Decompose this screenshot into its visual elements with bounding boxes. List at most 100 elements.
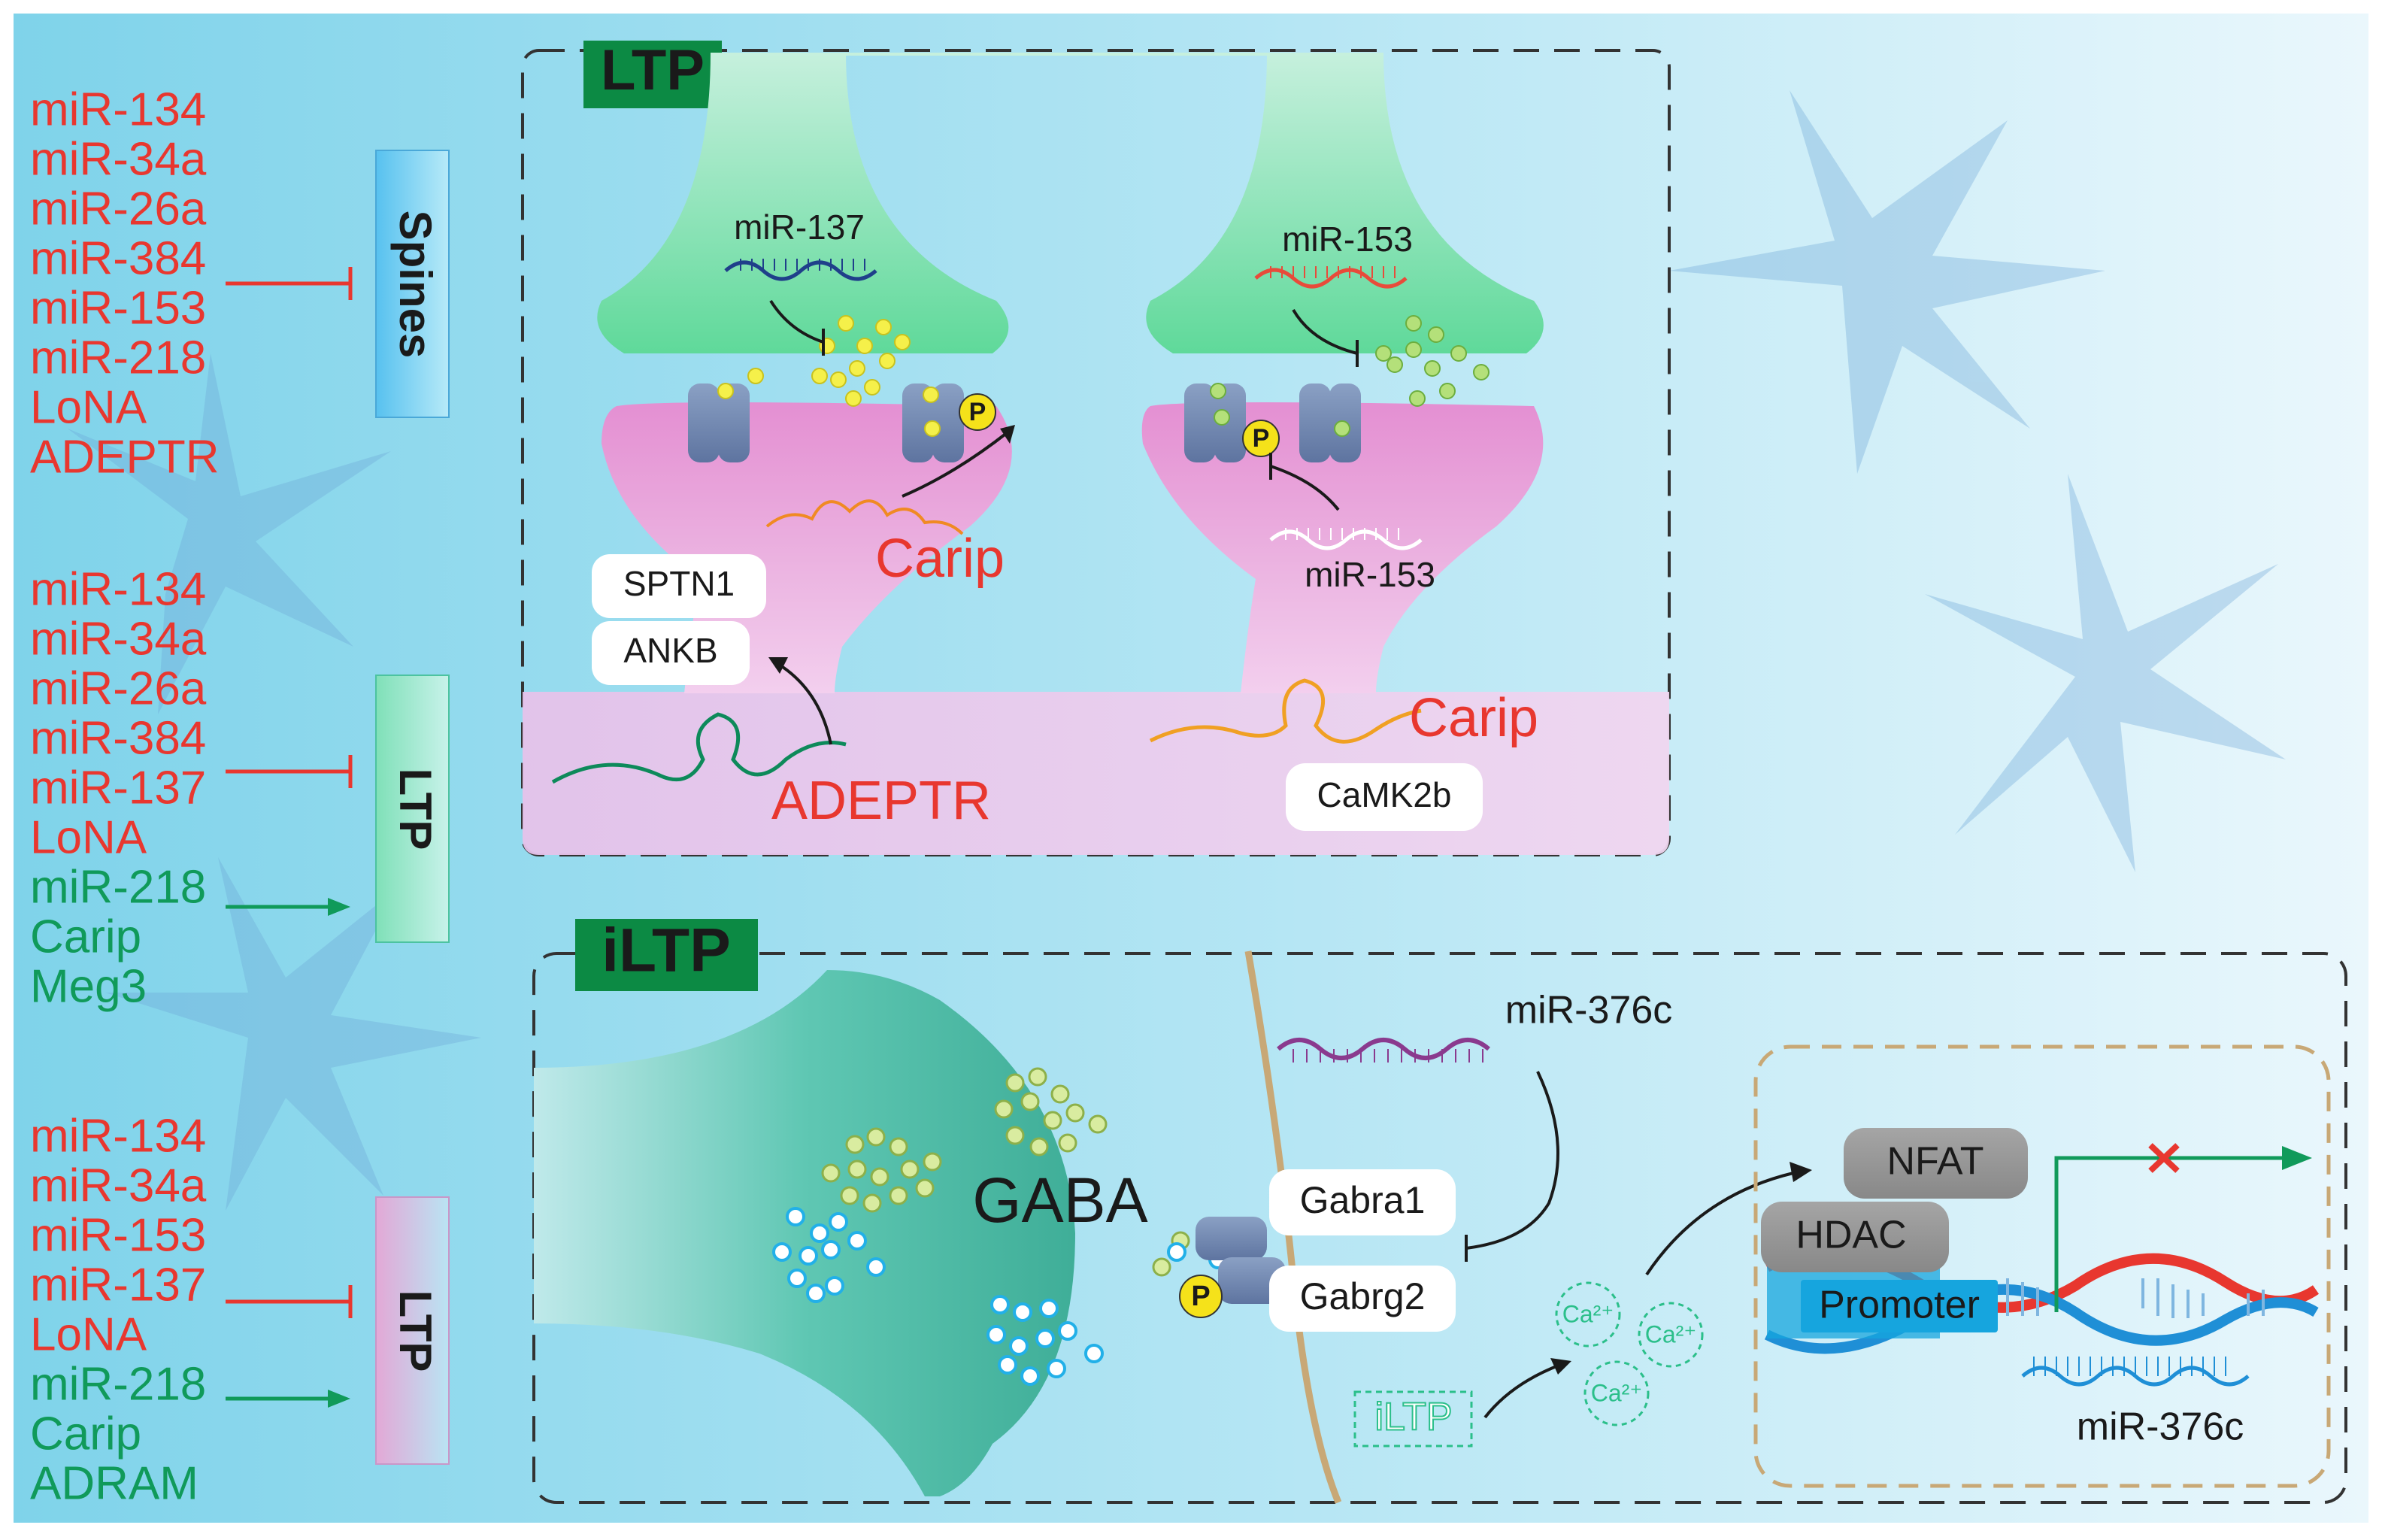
left-group-1-item: LoNA [30, 381, 147, 433]
gabrg2-label: Gabrg2 [1300, 1275, 1426, 1317]
presynaptic-terminal-left [597, 53, 1009, 353]
receptors-ltp [688, 383, 1361, 462]
glutamate-vesicles-right [1210, 315, 1490, 437]
ltp-title: LTP [601, 38, 705, 102]
gaba-label: GABA [972, 1165, 1147, 1235]
ltp-title-box [583, 41, 722, 108]
carip-left-rna [765, 499, 964, 535]
iltp-title: iLTP [602, 917, 731, 985]
mir-376c-top-label: miR-376c [1505, 989, 1673, 1032]
left-panel: miR-134miR-34amiR-26amiR-384miR-153miR-2… [30, 83, 219, 1509]
ltp2-promote-arrowhead [328, 1390, 350, 1408]
left-group-1-item: miR-34a [30, 133, 207, 185]
mir-153-top-inhibit-curve [1292, 308, 1358, 355]
left-group-2-item: Meg3 [30, 960, 147, 1012]
left-group-3-item: miR-34a [30, 1160, 207, 1211]
mir-153-top-label: miR-153 [1282, 220, 1413, 259]
carip-right-rna [1149, 678, 1422, 744]
ltp-panel: LTP [521, 38, 1671, 856]
camk2b-label: CaMK2b [1317, 775, 1452, 814]
mir-376c-top-rna [1277, 1038, 1490, 1063]
spines-bar [375, 150, 450, 418]
transcription-arrowhead [2282, 1146, 2312, 1170]
gabrg2-box [1269, 1266, 1456, 1332]
left-group-2-item: miR-384 [30, 712, 206, 764]
ca-ion-3-label: Ca²⁺ [1591, 1379, 1642, 1406]
left-group-1-item: miR-153 [30, 282, 206, 334]
gaba-vesicles-blue [772, 1207, 1228, 1386]
phospho-right-label: P [1253, 424, 1270, 453]
iltp-to-ca-arrowhead [1550, 1358, 1571, 1375]
ca-ion-2-label: Ca²⁺ [1645, 1320, 1696, 1348]
sptn1-label: SPTN1 [623, 564, 735, 603]
left-connectors [226, 267, 353, 1408]
receptor-left-1b [718, 383, 750, 462]
left-group-3-item: ADRAM [30, 1457, 198, 1509]
left-group-2-item: miR-218 [30, 861, 206, 913]
sptn1-box [592, 554, 766, 618]
left-group-3-item: miR-153 [30, 1209, 206, 1261]
promoter-label: Promoter [1819, 1284, 1980, 1327]
iltp-panel: iLTP GABA [532, 917, 2347, 1504]
calcium-ions: Ca²⁺ Ca²⁺ Ca²⁺ [1555, 1281, 1704, 1426]
neuron-silhouette-3 [1669, 90, 2105, 474]
mir-153-bottom-rna [1269, 528, 1423, 550]
adeptr-arrowhead [768, 657, 788, 674]
mir-153-top-rna [1254, 266, 1408, 289]
ltp-bar-1-label: LTP [390, 768, 441, 850]
iltp-title-box [575, 919, 758, 991]
adeptr-label: ADEPTR [771, 771, 991, 831]
nucleus-box [1753, 1044, 2331, 1488]
mir-376c-bottom-rna [2021, 1357, 2250, 1387]
left-group-1-item: miR-134 [30, 83, 206, 135]
ankb-box [592, 621, 750, 685]
receptor-left-1a [688, 383, 720, 462]
ltp1-promote-arrowhead [328, 898, 350, 916]
left-group-2-item: miR-34a [30, 613, 207, 665]
left-group-2-item: miR-134 [30, 563, 206, 615]
receptor-left-2b [932, 383, 964, 462]
left-group-1-item: miR-384 [30, 232, 206, 284]
gaba-vesicles-green [821, 1067, 1190, 1277]
phospho-right [1242, 420, 1280, 457]
adeptr-arrow [773, 660, 832, 745]
left-group-2-item: LoNA [30, 811, 147, 863]
left-group-1-item: miR-26a [30, 183, 207, 235]
neuron-silhouette-1 [68, 353, 391, 714]
left-group-2-item: Carip [30, 911, 141, 962]
postsynaptic-spine-right [1141, 402, 1544, 693]
spines-bar-label: Spines [390, 211, 441, 359]
iltp-to-ca-arrow [1483, 1363, 1561, 1419]
hdac-label: HDAC [1796, 1214, 1906, 1257]
gaba-receptor-bottom [1218, 1257, 1286, 1304]
left-group-1-item: miR-218 [30, 332, 206, 383]
neuron-silhouette-4 [1925, 474, 2286, 872]
mir-153-bottom-inhibit-curve [1270, 465, 1340, 511]
gaba-terminal [534, 970, 1075, 1496]
mir-153-bottom-label: miR-153 [1305, 555, 1435, 594]
receptor-right-1b [1214, 383, 1246, 462]
phospho-iltp-label: P [1191, 1281, 1210, 1312]
carip-left-label: Carip [875, 529, 1005, 589]
ca-ion-1-label: Ca²⁺ [1562, 1300, 1614, 1327]
glutamate-vesicles-left [717, 315, 941, 437]
left-group-3-item: LoNA [30, 1308, 147, 1360]
transcription-arrow [2054, 1156, 2286, 1312]
neuron-silhouette-2 [105, 857, 481, 1211]
carip-right-label: Carip [1409, 688, 1538, 748]
left-group-2-item: miR-137 [30, 762, 206, 814]
nfat-box [1844, 1128, 2028, 1199]
promoter-box [1801, 1280, 1998, 1332]
carip-to-p-arrow [902, 431, 1009, 498]
ltp-bar-1 [375, 675, 450, 943]
ca-to-nfat-arrow [1645, 1172, 1794, 1276]
adeptr-rna [551, 712, 847, 784]
left-group-3-item: Carip [30, 1408, 141, 1460]
ca-to-nfat-arrowhead [1790, 1162, 1812, 1182]
receptor-right-1a [1184, 383, 1216, 462]
presynaptic-terminal-right [1146, 53, 1544, 353]
mir-376c-bottom-label: miR-376c [2077, 1405, 2244, 1449]
ca-ion-3 [1583, 1360, 1650, 1426]
camk2b-box [1286, 763, 1483, 831]
